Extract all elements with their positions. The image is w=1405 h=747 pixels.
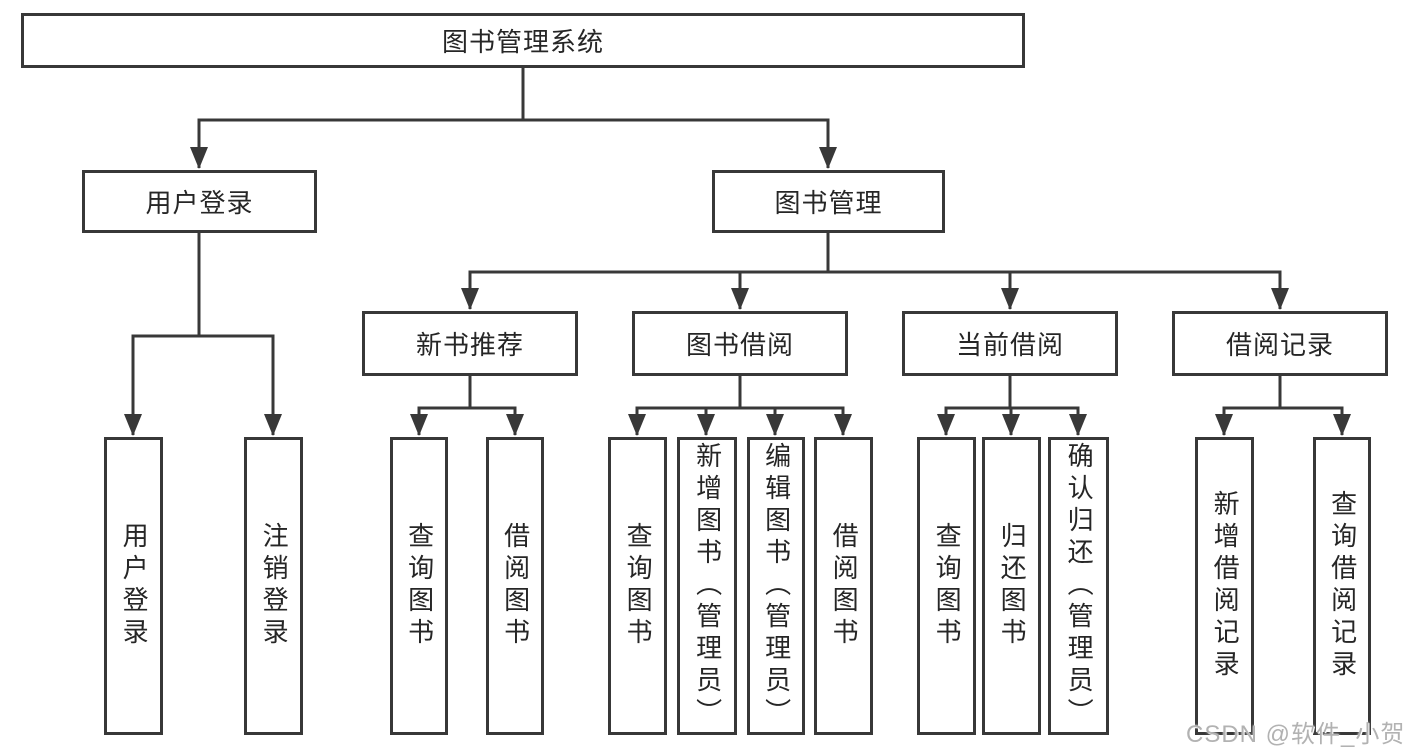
leaf-query-books-borrowing: 查询图书 <box>608 437 667 735</box>
node-label: 注销登录 <box>259 522 290 650</box>
node-book-management: 图书管理 <box>712 170 945 233</box>
node-label: 当前借阅 <box>955 330 1064 360</box>
node-label: 借阅图书 <box>500 522 531 650</box>
node-label: 图书管理系统 <box>441 27 604 57</box>
node-label: 用户登录 <box>145 188 254 218</box>
node-book-borrowing: 图书借阅 <box>632 311 848 376</box>
node-label: 新增图书（管理员） <box>692 442 723 730</box>
leaf-query-borrow-record: 查询借阅记录 <box>1313 437 1371 735</box>
node-label: 图书借阅 <box>685 330 794 360</box>
leaf-confirm-return-admin: 确认归还（管理员） <box>1048 437 1109 735</box>
node-label: 查询图书 <box>932 522 963 650</box>
node-label: 确认归还（管理员） <box>1064 442 1095 730</box>
node-user-login: 用户登录 <box>82 170 317 233</box>
node-label: 用户登录 <box>119 522 150 650</box>
leaf-borrow-books-borrowing: 借阅图书 <box>814 437 873 735</box>
node-label: 查询图书 <box>404 522 435 650</box>
node-label: 借阅记录 <box>1225 330 1334 360</box>
node-label: 新书推荐 <box>415 330 524 360</box>
node-label: 借阅图书 <box>829 522 860 650</box>
node-new-book-recommendation: 新书推荐 <box>362 311 578 376</box>
node-label: 图书管理 <box>774 188 883 218</box>
watermark: CSDN @软件_小贺同学 <box>1186 721 1405 747</box>
node-label: 查询借阅记录 <box>1327 490 1358 682</box>
leaf-add-borrow-record: 新增借阅记录 <box>1195 437 1254 735</box>
leaf-logout: 注销登录 <box>244 437 303 735</box>
leaf-add-books-admin: 新增图书（管理员） <box>677 437 737 735</box>
node-borrowing-records: 借阅记录 <box>1172 311 1388 376</box>
node-label: 查询图书 <box>623 522 654 650</box>
node-library-management-system: 图书管理系统 <box>21 13 1025 68</box>
node-current-borrowing: 当前借阅 <box>902 311 1118 376</box>
leaf-query-books-current: 查询图书 <box>917 437 976 735</box>
connector-group <box>124 68 1351 436</box>
leaf-borrow-books-recommendation: 借阅图书 <box>486 437 544 735</box>
leaf-edit-books-admin: 编辑图书（管理员） <box>747 437 805 735</box>
node-label: 新增借阅记录 <box>1210 490 1241 682</box>
node-label: 归还图书 <box>997 522 1028 650</box>
leaf-return-books: 归还图书 <box>982 437 1041 735</box>
node-label: 编辑图书（管理员） <box>761 442 792 730</box>
leaf-user-login: 用户登录 <box>104 437 163 735</box>
leaf-query-books-recommendation: 查询图书 <box>390 437 448 735</box>
